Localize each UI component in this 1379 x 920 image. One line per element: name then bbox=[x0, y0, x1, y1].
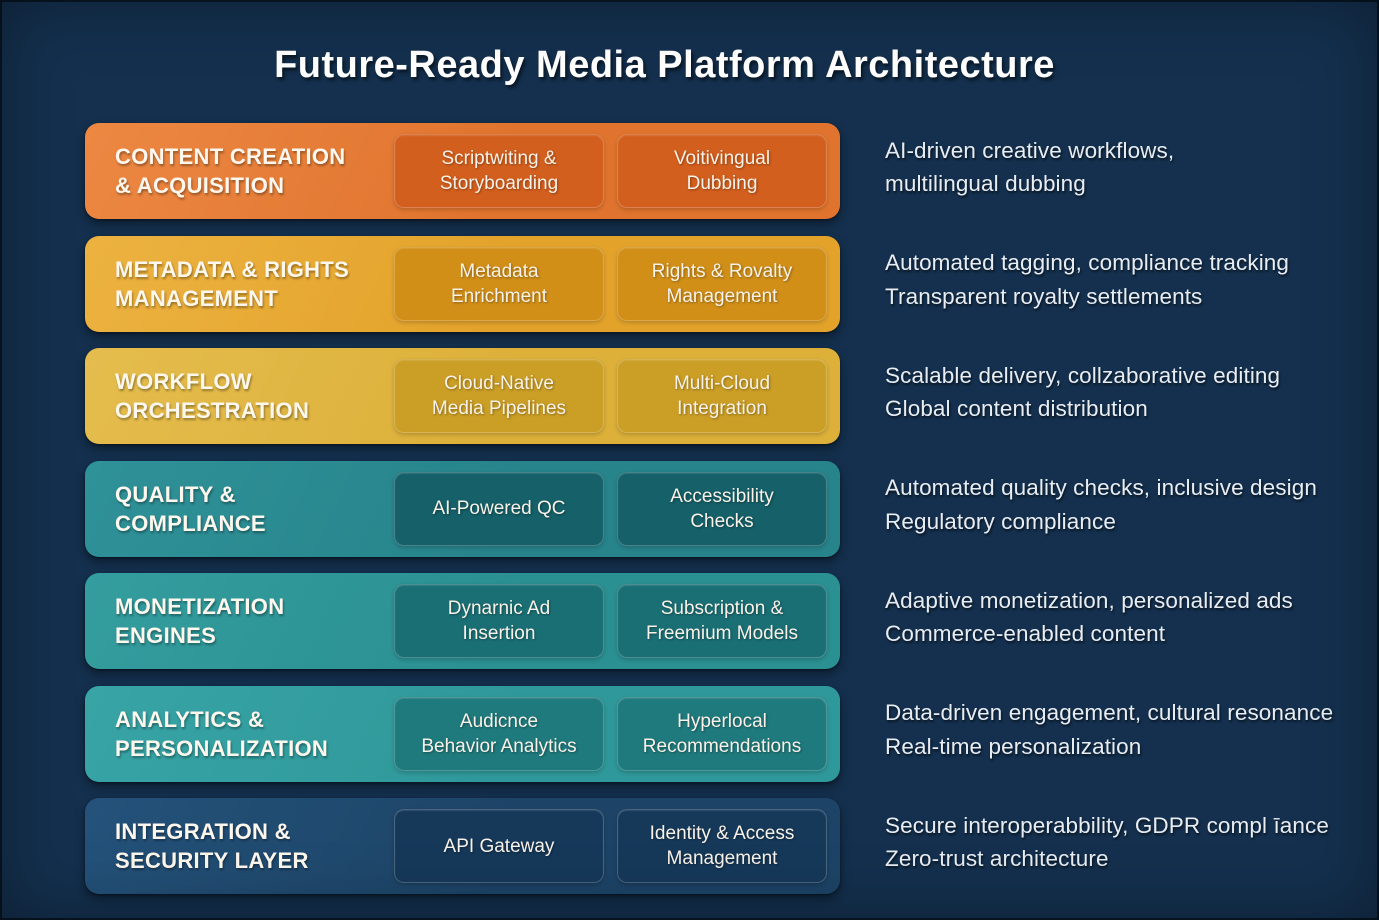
description-line: Zero-trust architecture bbox=[885, 846, 1109, 871]
module-box: Metadata Enrichment bbox=[394, 246, 604, 321]
layer-row-content-creation: CONTENT CREATION & ACQUISITION Scriptwit… bbox=[85, 123, 1379, 219]
layer-row-workflow-orchestration: WORKFLOW ORCHESTRATION Cloud-Native Medi… bbox=[85, 348, 1379, 444]
layer-name-line: WORKFLOW bbox=[115, 369, 252, 394]
layer-name-line: ANALYTICS & bbox=[115, 706, 265, 732]
layer-bar-content-creation: CONTENT CREATION & ACQUISITION Scriptwit… bbox=[85, 123, 840, 219]
layer-name-line: PERSONALIZATION bbox=[115, 735, 329, 761]
layer-name: QUALITY & COMPLIANCE bbox=[115, 480, 394, 538]
layer-name-line: SECURITY LAYER bbox=[115, 848, 309, 873]
layer-row-analytics-personalization: ANALYTICS & PERSONALIZATION Audicnce Beh… bbox=[85, 685, 1379, 782]
module-box: Audicnce Behavior Analytics bbox=[394, 696, 604, 771]
layer-bar-integration-security: INTEGRATION & SECURITY LAYER API Gateway… bbox=[85, 798, 840, 894]
module-box: Cloud-Native Media Pipelines bbox=[394, 359, 604, 433]
layer-name-line: INTEGRATION & bbox=[115, 819, 291, 844]
module-box: Multi-Cloud Integration bbox=[617, 359, 827, 433]
layer-row-metadata-rights: METADATA & RIGHTS MANAGEMENT Metadata En… bbox=[85, 235, 1379, 332]
module-box: Identity & Access Management bbox=[617, 809, 827, 883]
module-group: Dynarnic Ad Insertion Subscription & Fre… bbox=[394, 584, 827, 658]
description-line: Automated quality checks, inclusive desi… bbox=[885, 475, 1317, 500]
description-line: AI-driven creative workflows, bbox=[885, 137, 1175, 163]
layer-bar-metadata-rights: METADATA & RIGHTS MANAGEMENT Metadata En… bbox=[85, 235, 840, 332]
module-box: Subscription & Freemium Models bbox=[617, 584, 827, 658]
module-box: AI-Powered QC bbox=[394, 471, 604, 546]
module-box: API Gateway bbox=[394, 809, 604, 883]
layer-description: Secure interoperabbility, GDPR compl īan… bbox=[885, 809, 1329, 876]
layer-row-monetization-engines: MONETIZATION ENGINES Dynarnic Ad Inserti… bbox=[85, 573, 1379, 669]
description-line: Global content distribution bbox=[885, 396, 1148, 421]
layer-name: INTEGRATION & SECURITY LAYER bbox=[115, 817, 394, 875]
module-group: Audicnce Behavior Analytics Hyperlocal R… bbox=[394, 696, 827, 771]
layer-name-line: MONETIZATION bbox=[115, 594, 285, 619]
layer-name-line: MANAGEMENT bbox=[115, 285, 279, 311]
architecture-diagram: CONTENT CREATION & ACQUISITION Scriptwit… bbox=[85, 123, 1379, 911]
layer-name-line: CONTENT CREATION bbox=[115, 144, 346, 169]
layer-name: MONETIZATION ENGINES bbox=[115, 592, 394, 650]
module-group: Metadata Enrichment Rights & Rovalty Man… bbox=[394, 246, 827, 321]
module-box: Dynarnic Ad Insertion bbox=[394, 584, 604, 658]
module-box: Rights & Rovalty Management bbox=[617, 246, 827, 321]
layer-description: AI-driven creative workflows, multilingu… bbox=[885, 134, 1174, 201]
module-group: Scriptwiting & Storyboarding Voitivingua… bbox=[394, 134, 827, 208]
layer-bar-analytics-personalization: ANALYTICS & PERSONALIZATION Audicnce Beh… bbox=[85, 685, 840, 782]
description-line: Secure interoperabbility, GDPR compl īan… bbox=[885, 812, 1329, 838]
layer-name: ANALYTICS & PERSONALIZATION bbox=[115, 705, 394, 763]
layer-name: METADATA & RIGHTS MANAGEMENT bbox=[115, 255, 394, 313]
description-line: Real-time personalization bbox=[885, 733, 1142, 759]
layer-name-line: COMPLIANCE bbox=[115, 510, 266, 536]
description-line: multilingual dubbing bbox=[885, 171, 1086, 196]
layer-bar-monetization-engines: MONETIZATION ENGINES Dynarnic Ad Inserti… bbox=[85, 573, 840, 669]
description-line: Data-driven engagement, cultural resonan… bbox=[885, 700, 1334, 725]
layer-row-integration-security: INTEGRATION & SECURITY LAYER API Gateway… bbox=[85, 798, 1379, 894]
description-line: Regulatory compliance bbox=[885, 508, 1116, 534]
module-group: Cloud-Native Media Pipelines Multi-Cloud… bbox=[394, 359, 827, 433]
layer-name-line: QUALITY & bbox=[115, 481, 236, 507]
description-line: Transparent royalty settlements bbox=[885, 283, 1203, 309]
layer-name: CONTENT CREATION & ACQUISITION bbox=[115, 142, 394, 200]
module-box: Accessibility Checks bbox=[617, 471, 827, 546]
layer-description: Automated tagging, compliance tracking T… bbox=[885, 246, 1289, 313]
layer-description: Automated quality checks, inclusive desi… bbox=[885, 471, 1317, 538]
page-title: Future-Ready Media Platform Architecture bbox=[274, 44, 1055, 86]
description-line: Automated tagging, compliance tracking bbox=[885, 250, 1290, 275]
layer-bar-quality-compliance: QUALITY & COMPLIANCE AI-Powered QC Acces… bbox=[85, 460, 840, 557]
layer-description: Adaptive monetization, personalized ads … bbox=[885, 584, 1293, 651]
layer-bar-workflow-orchestration: WORKFLOW ORCHESTRATION Cloud-Native Medi… bbox=[85, 348, 840, 444]
module-box: Scriptwiting & Storyboarding bbox=[394, 134, 604, 208]
module-group: AI-Powered QC Accessibility Checks bbox=[394, 471, 827, 546]
layer-description: Data-driven engagement, cultural resonan… bbox=[885, 696, 1333, 763]
module-box: Hyperlocal Recommendations bbox=[617, 696, 827, 771]
layer-name-line: & ACQUISITION bbox=[115, 173, 285, 198]
layer-description: Scalable delivery, collzaborative editin… bbox=[885, 359, 1280, 426]
layer-row-quality-compliance: QUALITY & COMPLIANCE AI-Powered QC Acces… bbox=[85, 460, 1379, 557]
module-box: Voitivingual Dubbing bbox=[617, 134, 827, 208]
layer-name-line: ORCHESTRATION bbox=[115, 398, 310, 423]
layer-name: WORKFLOW ORCHESTRATION bbox=[115, 367, 394, 425]
layer-name-line: ENGINES bbox=[115, 623, 217, 648]
description-line: Commerce-enabled content bbox=[885, 621, 1166, 646]
layer-name-line: METADATA & RIGHTS bbox=[115, 256, 350, 282]
module-group: API Gateway Identity & Access Management bbox=[394, 809, 827, 883]
description-line: Scalable delivery, collzaborative editin… bbox=[885, 362, 1281, 388]
description-line: Adaptive monetization, personalized ads bbox=[885, 587, 1293, 613]
